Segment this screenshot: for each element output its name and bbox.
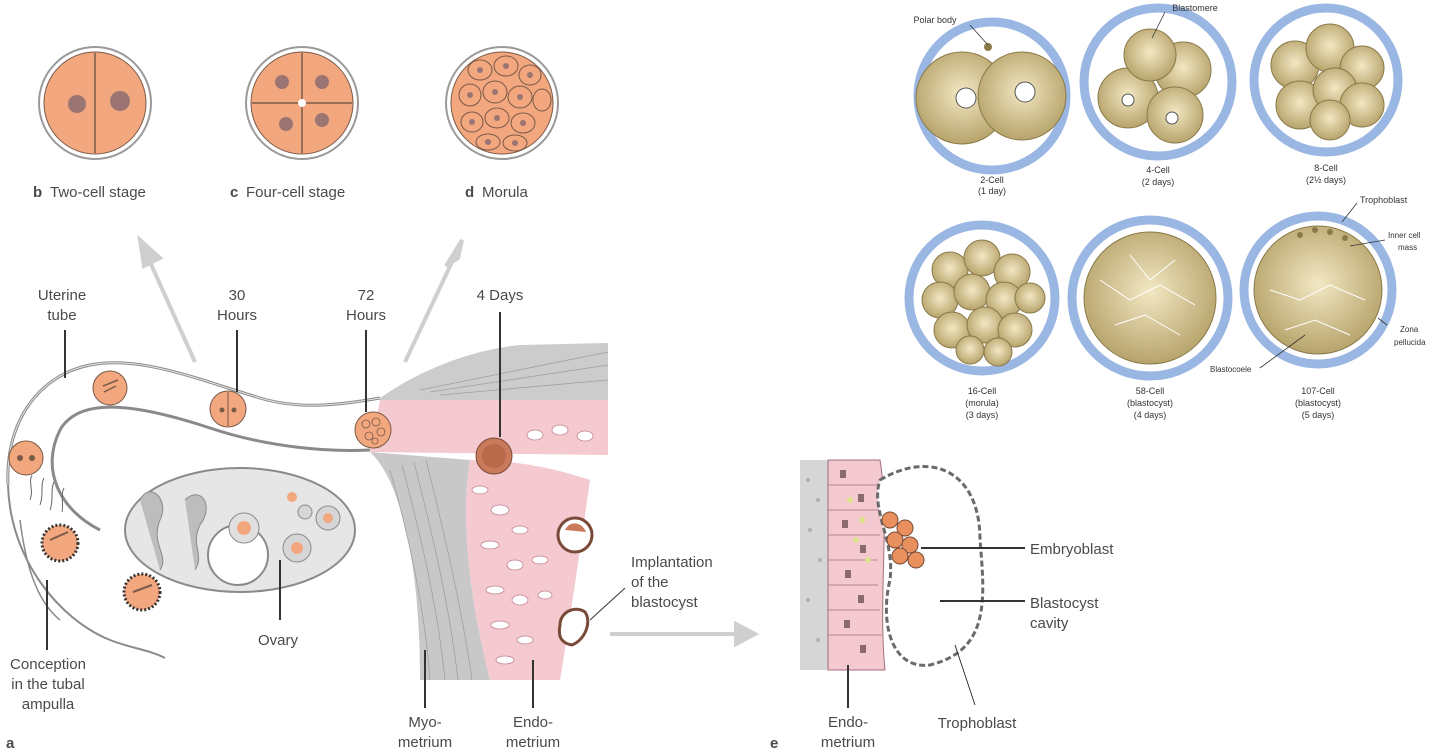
caption-4-cell-day: (2 days) bbox=[1142, 177, 1175, 187]
label-uterine: Uterine bbox=[38, 287, 86, 304]
caption-4-cell: 4-Cell bbox=[1146, 165, 1170, 175]
label-72: 72 bbox=[358, 287, 375, 304]
label-embryoblast: Embryoblast bbox=[1030, 541, 1114, 558]
label-endo-e: Endo- bbox=[828, 714, 868, 731]
morula-diagram bbox=[445, 46, 559, 160]
caption-four-cell-stage: Four-cell stage bbox=[246, 184, 345, 201]
cleavage-stages-micro bbox=[904, 3, 1403, 381]
label-30-hours: Hours bbox=[217, 307, 257, 324]
caption-letter-b: b bbox=[33, 184, 42, 201]
panel-letter-e: e bbox=[770, 735, 778, 751]
label-inner-cell: Inner cell bbox=[1388, 231, 1421, 240]
caption-letter-d: d bbox=[465, 184, 474, 201]
label-ovary: Ovary bbox=[258, 632, 299, 649]
caption-letter-c: c bbox=[230, 184, 238, 201]
label-pellucida: pellucida bbox=[1394, 338, 1426, 347]
label-implantation-1: Implantation bbox=[631, 554, 713, 571]
caption-16-cell-day: (3 days) bbox=[966, 410, 999, 420]
implantation-detail-diagram bbox=[800, 459, 1025, 708]
caption-107-cell: 107-Cell bbox=[1301, 386, 1335, 396]
uterine-tube-diagram bbox=[6, 312, 626, 708]
caption-58-cell-sub: (blastocyst) bbox=[1127, 398, 1173, 408]
caption-58-cell: 58-Cell bbox=[1136, 386, 1165, 396]
label-myo: Myo- bbox=[408, 714, 441, 731]
label-mass: mass bbox=[1398, 243, 1417, 252]
label-cavity: cavity bbox=[1030, 615, 1069, 632]
two-cell-stage-diagram bbox=[38, 46, 152, 160]
caption-16-cell-sub: (morula) bbox=[965, 398, 999, 408]
label-polar-body: Polar body bbox=[913, 15, 957, 25]
label-conception-3: ampulla bbox=[22, 696, 75, 713]
label-myometrium: metrium bbox=[398, 734, 452, 751]
label-trophoblast-e: Trophoblast bbox=[938, 715, 1017, 732]
caption-two-cell-stage: Two-cell stage bbox=[50, 184, 146, 201]
label-blastocoele: Blastocoele bbox=[1210, 365, 1252, 374]
panel-letter-a: a bbox=[6, 735, 15, 751]
label-endo: Endo- bbox=[513, 714, 553, 731]
caption-107-cell-sub: (blastocyst) bbox=[1295, 398, 1341, 408]
caption-16-cell: 16-Cell bbox=[968, 386, 997, 396]
caption-8-cell-day: (2½ days) bbox=[1306, 175, 1346, 185]
label-blastomere: Blastomere bbox=[1172, 3, 1218, 13]
caption-107-cell-day: (5 days) bbox=[1302, 410, 1335, 420]
caption-2-cell-day: (1 day) bbox=[978, 186, 1006, 196]
label-implantation-2: of the bbox=[631, 574, 669, 591]
caption-8-cell: 8-Cell bbox=[1314, 163, 1338, 173]
label-endometrium: metrium bbox=[506, 734, 560, 751]
four-cell-stage-diagram bbox=[245, 46, 359, 160]
label-72-hours: Hours bbox=[346, 307, 386, 324]
label-conception-1: Conception bbox=[10, 656, 86, 673]
caption-2-cell: 2-Cell bbox=[980, 175, 1004, 185]
label-conception-2: in the tubal bbox=[11, 676, 84, 693]
label-implantation-3: blastocyst bbox=[631, 594, 699, 611]
label-blastocyst: Blastocyst bbox=[1030, 595, 1099, 612]
label-4-days: 4 Days bbox=[477, 287, 524, 304]
label-zona: Zona bbox=[1400, 325, 1419, 334]
caption-morula: Morula bbox=[482, 184, 529, 201]
label-trophoblast-micro: Trophoblast bbox=[1360, 195, 1408, 205]
label-metrium-e: metrium bbox=[821, 734, 875, 751]
stage-arrows bbox=[137, 234, 760, 648]
label-30: 30 bbox=[229, 287, 246, 304]
caption-58-cell-day: (4 days) bbox=[1134, 410, 1167, 420]
label-tube: tube bbox=[47, 307, 76, 324]
